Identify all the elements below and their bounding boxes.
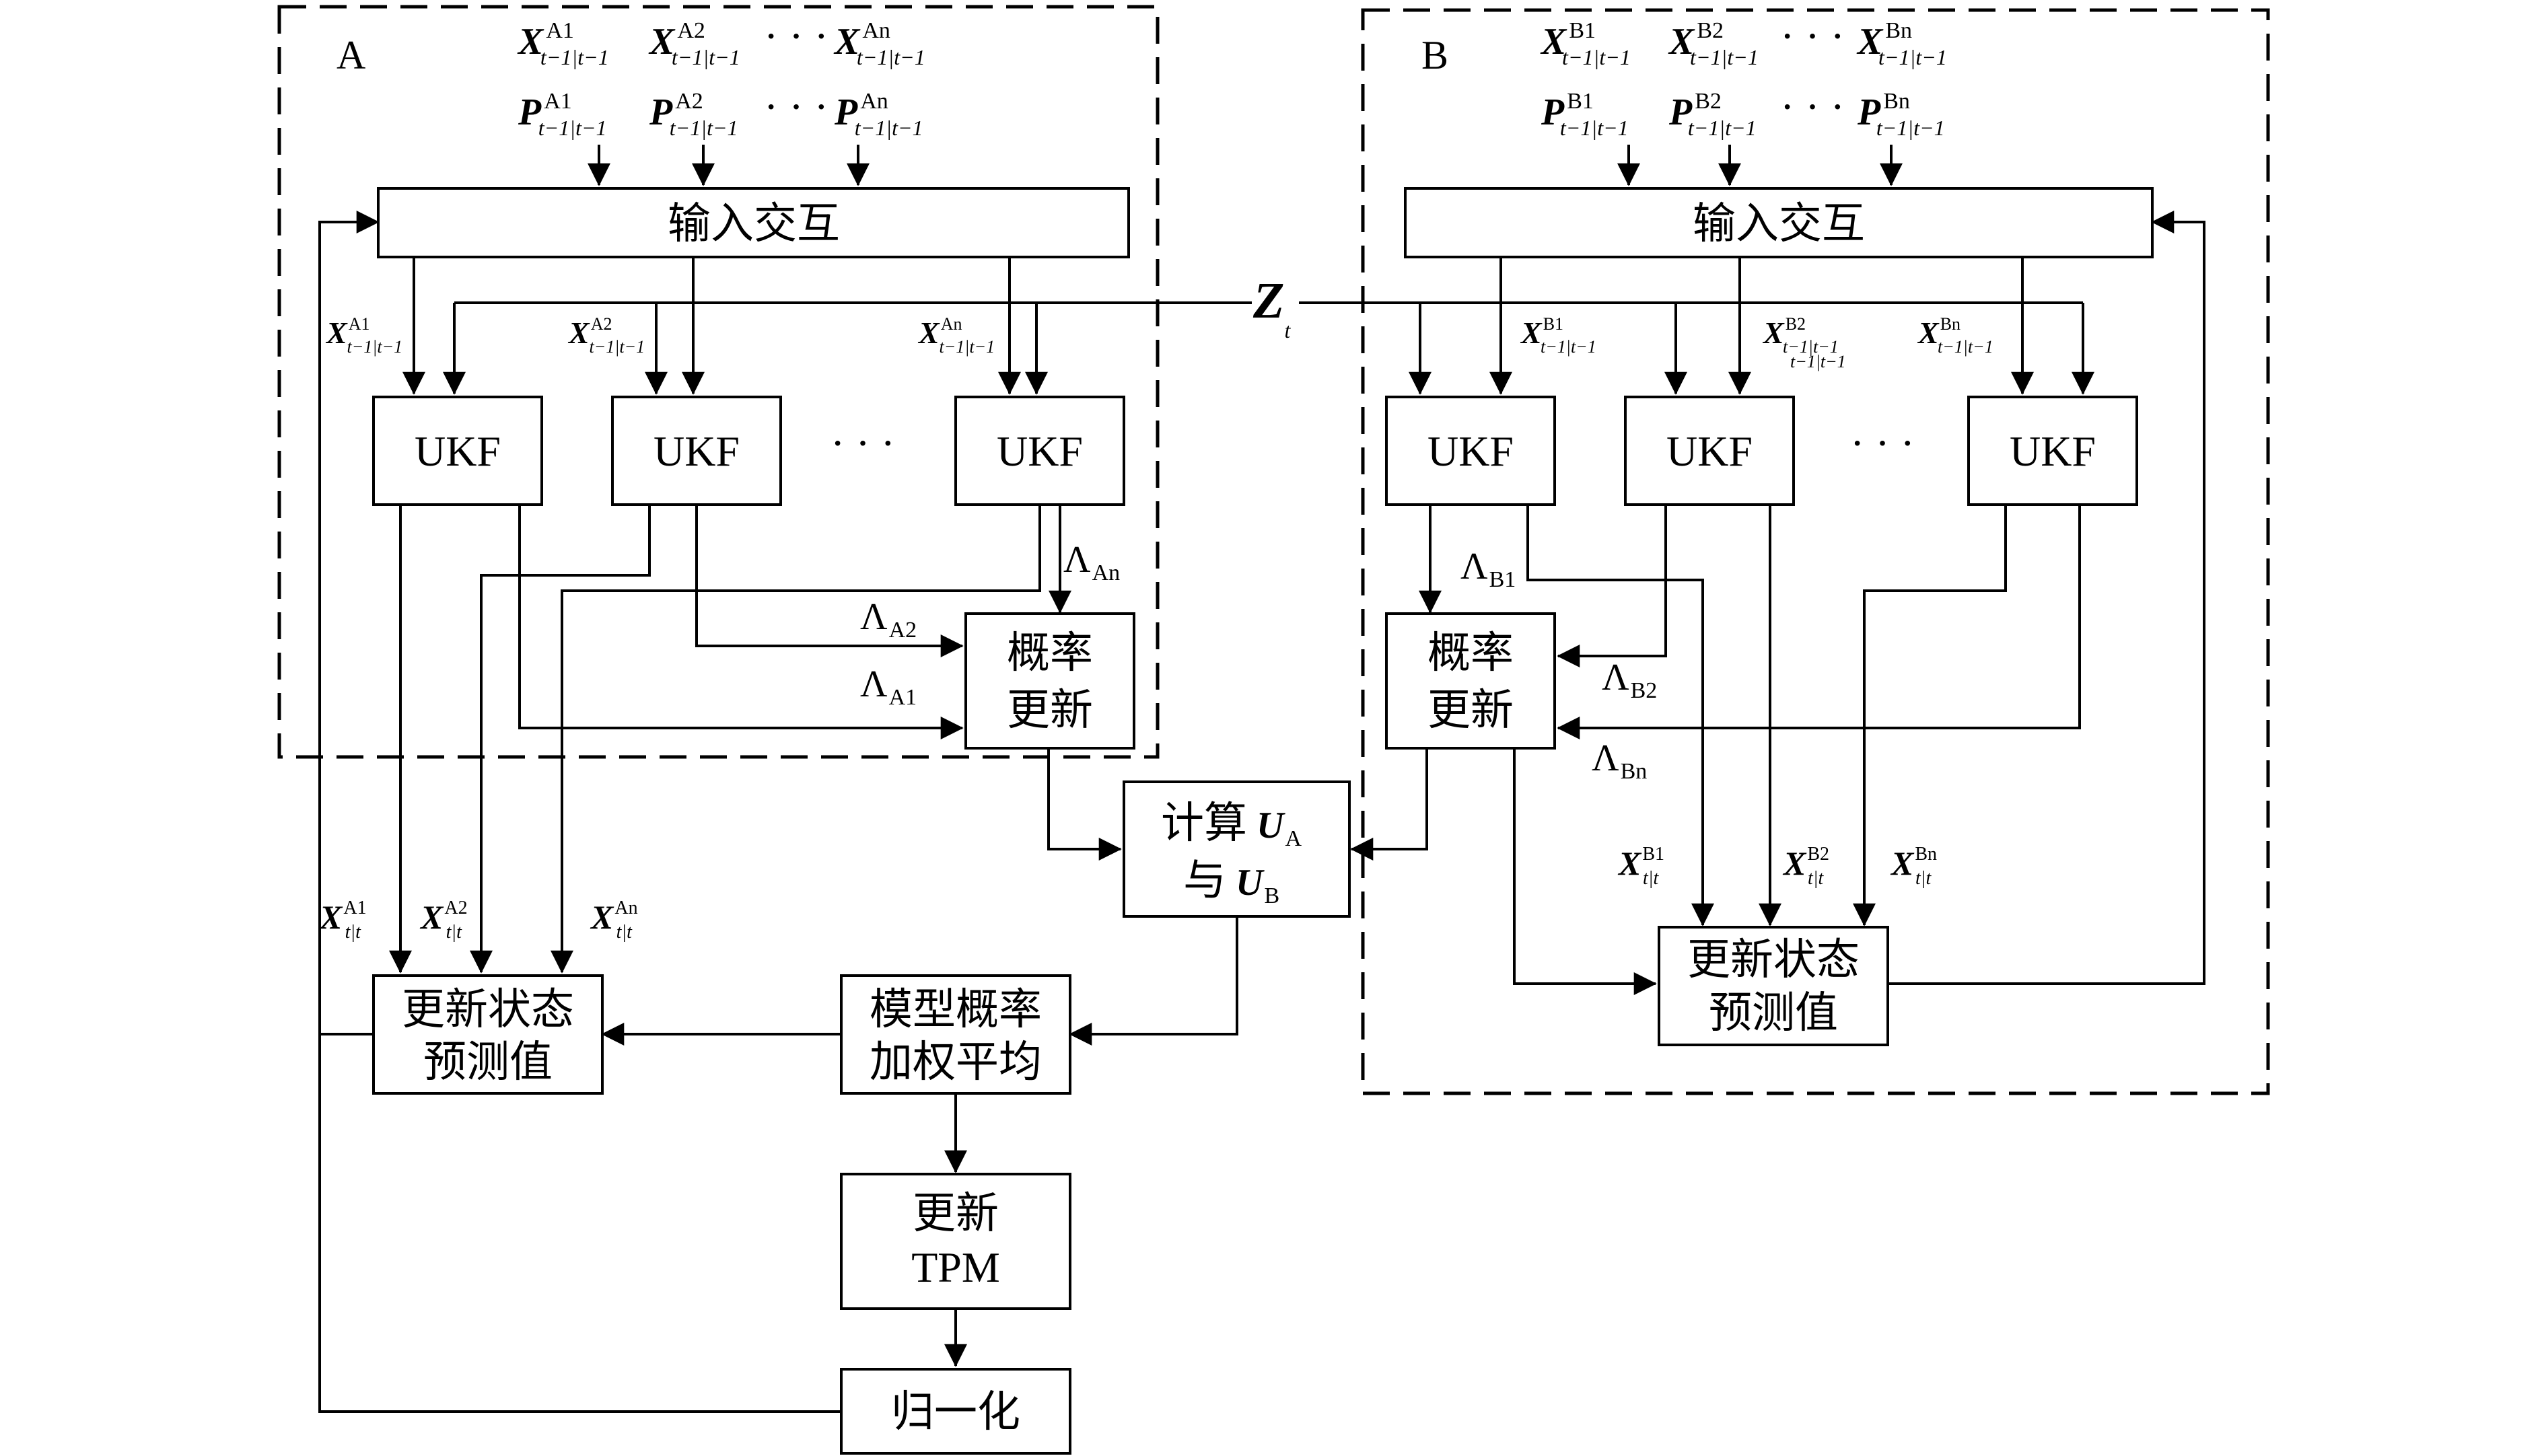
svg-text:输入交互: 输入交互 — [668, 199, 840, 249]
svg-text:t−1|t−1: t−1|t−1 — [1790, 352, 1846, 371]
ukf-an: UKF — [954, 396, 1125, 506]
ukf-a-ellipsis: · · · — [831, 419, 895, 467]
svg-text:更新: 更新 — [913, 1189, 999, 1239]
prob-update-b: 概率 更新 — [1385, 612, 1556, 750]
svg-text:概率: 概率 — [1427, 628, 1514, 678]
normalize: 归一化 — [840, 1368, 1071, 1455]
svg-text:ΛB1: ΛB1 — [1460, 546, 1516, 592]
svg-text:UKF: UKF — [1427, 427, 1514, 475]
svg-text:ΛB2: ΛB2 — [1602, 657, 1657, 703]
svg-text:UKF: UKF — [2010, 427, 2096, 475]
connector-wires — [318, 145, 2205, 1413]
svg-text:UKF: UKF — [653, 427, 740, 475]
ukf-b1: UKF — [1385, 396, 1556, 506]
group-b-label: B — [1421, 33, 1448, 77]
ukf-b-ellipsis: · · · — [1850, 419, 1915, 467]
svg-text:· · ·: · · · — [764, 83, 828, 131]
likelihood-labels: ΛAn ΛA2 ΛA1 ΛB1 ΛB2 ΛBn — [860, 539, 1657, 784]
svg-text:与UB: 与UB — [1183, 856, 1279, 908]
svg-text:· · ·: · · · — [764, 12, 828, 60]
measurement-z-label: Zt — [1252, 272, 1291, 342]
svg-text:UKF: UKF — [415, 427, 501, 475]
svg-text:更新状态: 更新状态 — [1687, 935, 1860, 985]
svg-text:ΛAn: ΛAn — [1063, 539, 1120, 585]
prob-update-a: 概率 更新 — [964, 612, 1135, 750]
svg-text:模型概率: 模型概率 — [870, 985, 1042, 1035]
ukf-a1: UKF — [372, 396, 543, 506]
svg-text:更新: 更新 — [1427, 686, 1514, 735]
ukf-b2: UKF — [1624, 396, 1795, 506]
group-a-boundary — [277, 5, 1160, 759]
svg-text:更新状态: 更新状态 — [402, 985, 574, 1035]
svg-text:ΛA1: ΛA1 — [860, 663, 917, 710]
svg-text:ΛA2: ΛA2 — [860, 596, 917, 643]
state-update-a: 更新状态 预测值 — [372, 974, 604, 1095]
tpm-update: 更新 TPM — [840, 1173, 1071, 1310]
svg-text:归一化: 归一化 — [891, 1387, 1020, 1437]
svg-text:加权平均: 加权平均 — [870, 1038, 1042, 1087]
svg-text:概率: 概率 — [1007, 628, 1093, 678]
svg-text:ΛBn: ΛBn — [1592, 737, 1647, 784]
weighted-average: 模型概率 加权平均 — [840, 974, 1071, 1095]
ukf-a2: UKF — [611, 396, 782, 506]
svg-text:UKF: UKF — [997, 427, 1083, 475]
group-a-label: A — [337, 33, 365, 77]
svg-text:TPM: TPM — [911, 1243, 1000, 1291]
input-mixing-b: 输入交互 — [1404, 187, 2154, 258]
svg-text:· · ·: · · · — [1780, 12, 1845, 60]
svg-text:预测值: 预测值 — [423, 1038, 553, 1087]
svg-text:预测值: 预测值 — [1709, 988, 1838, 1038]
svg-text:UKF: UKF — [1666, 427, 1753, 475]
group-b-boundary — [1361, 8, 2270, 1095]
ukf-bn: UKF — [1967, 396, 2138, 506]
svg-text:更新: 更新 — [1007, 686, 1093, 735]
input-mixing-a: 输入交互 — [377, 187, 1130, 258]
state-update-b: 更新状态 预测值 — [1658, 926, 1889, 1046]
svg-text:输入交互: 输入交互 — [1693, 199, 1865, 249]
svg-text:· · ·: · · · — [1780, 83, 1845, 131]
